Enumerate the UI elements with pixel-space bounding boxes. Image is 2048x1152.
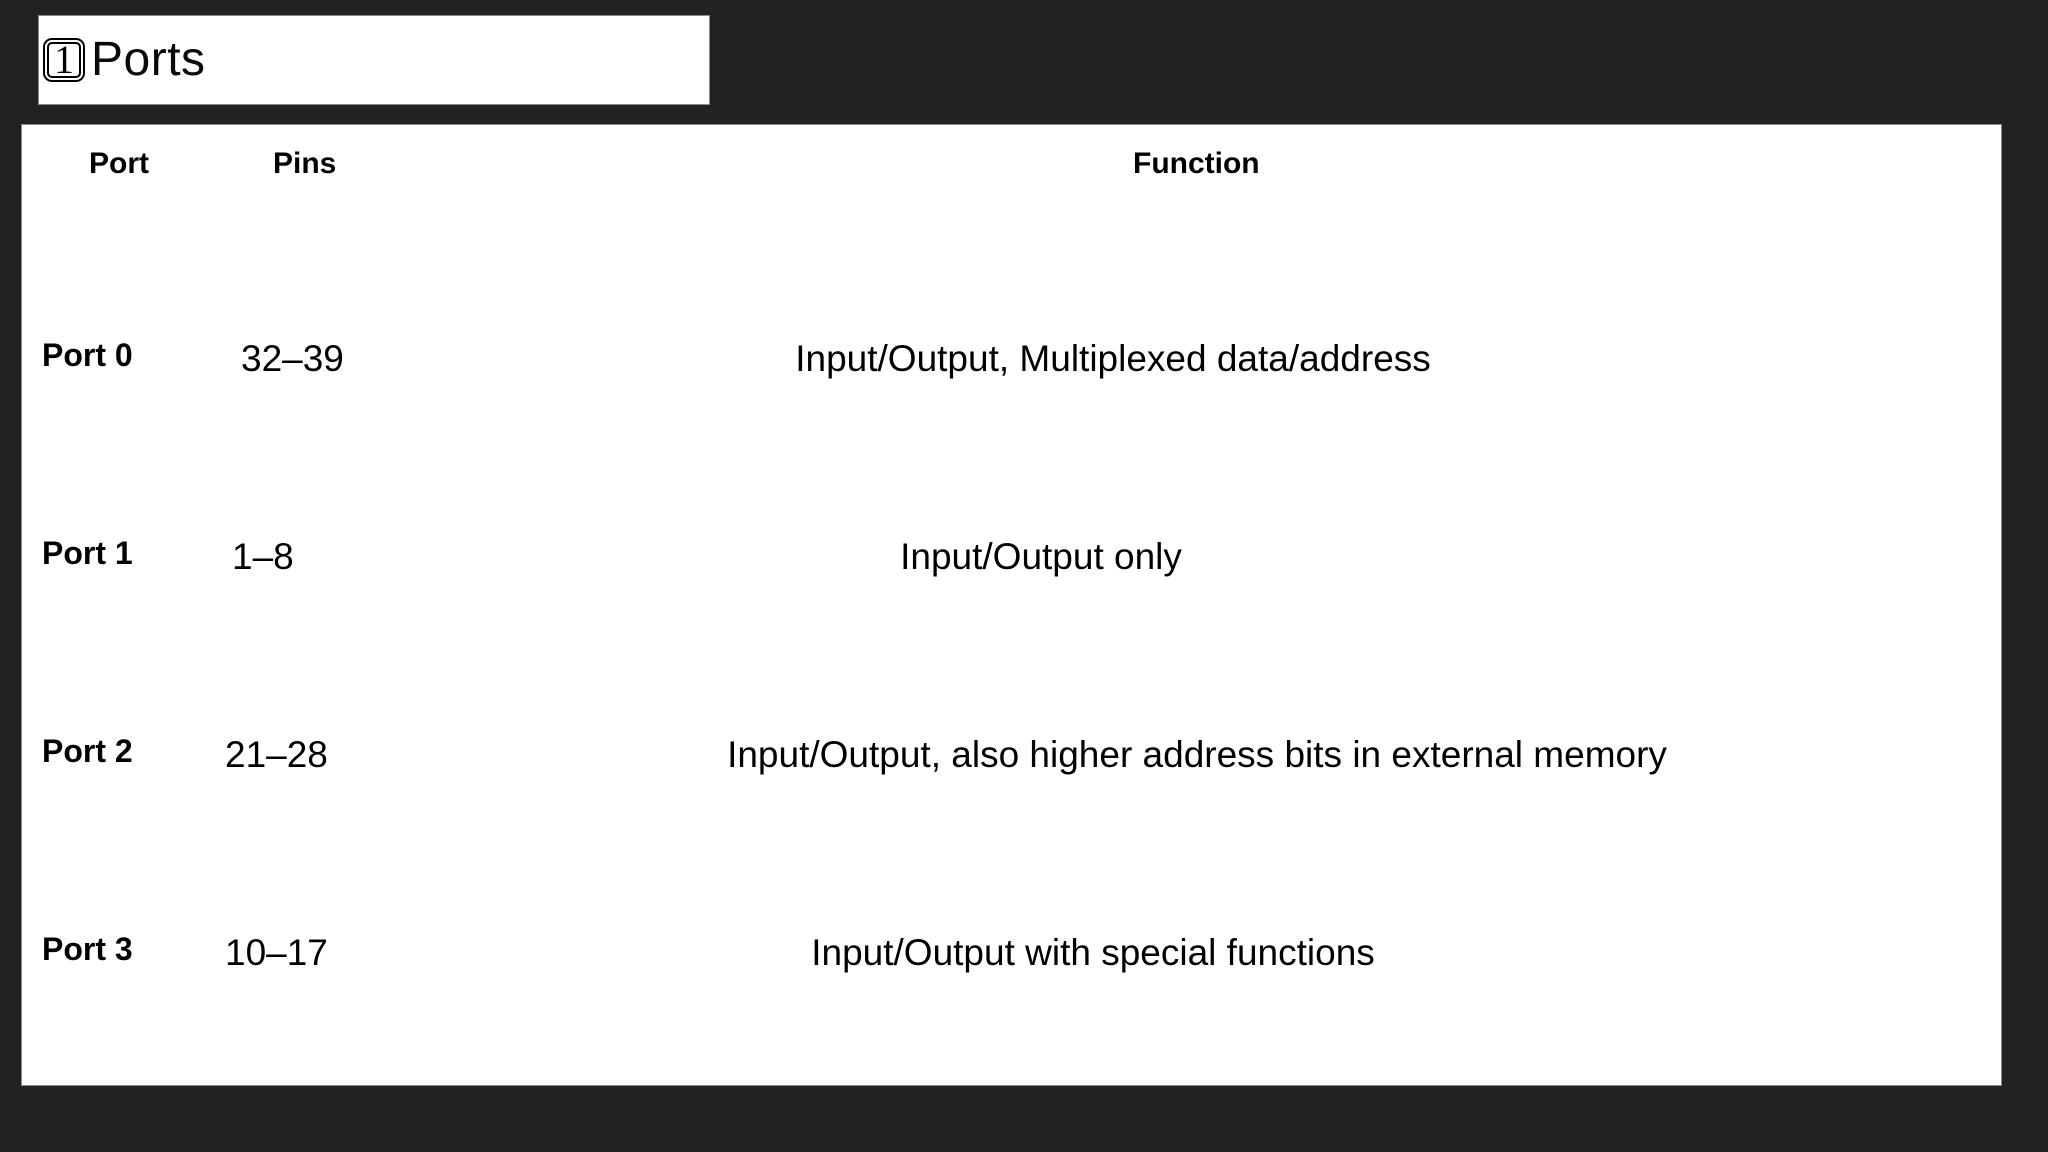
row0-pins-value: 32–39 <box>241 338 344 379</box>
row3-pins-value: 10–17 <box>225 932 328 973</box>
column-header-function: Function <box>1133 147 1260 180</box>
row2-pins-value: 21–28 <box>225 734 328 775</box>
row3-function-value: Input/Output with special functions <box>811 932 1375 973</box>
page-title: Ports <box>91 33 206 86</box>
section-number: 1 <box>47 40 81 80</box>
slide-title-box: 1 Ports <box>38 15 710 105</box>
row3-port-label: Port 3 <box>42 931 133 967</box>
row1-function-value: Input/Output only <box>900 536 1182 577</box>
section-number-link-box[interactable]: 1 <box>43 38 85 82</box>
row2-function-value: Input/Output, also higher address bits i… <box>727 734 1667 775</box>
row0-function-value: Input/Output, Multiplexed data/address <box>795 338 1431 379</box>
column-header-pins: Pins <box>273 147 337 180</box>
table-panel: Port Pins Function Port 0 32–39 Input/Ou… <box>21 124 2002 1086</box>
row1-port-label: Port 1 <box>42 535 133 571</box>
column-header-port: Port <box>89 147 149 180</box>
row2-port-label: Port 2 <box>42 733 133 769</box>
row1-pins-value: 1–8 <box>232 536 294 577</box>
row0-port-label: Port 0 <box>42 337 133 373</box>
